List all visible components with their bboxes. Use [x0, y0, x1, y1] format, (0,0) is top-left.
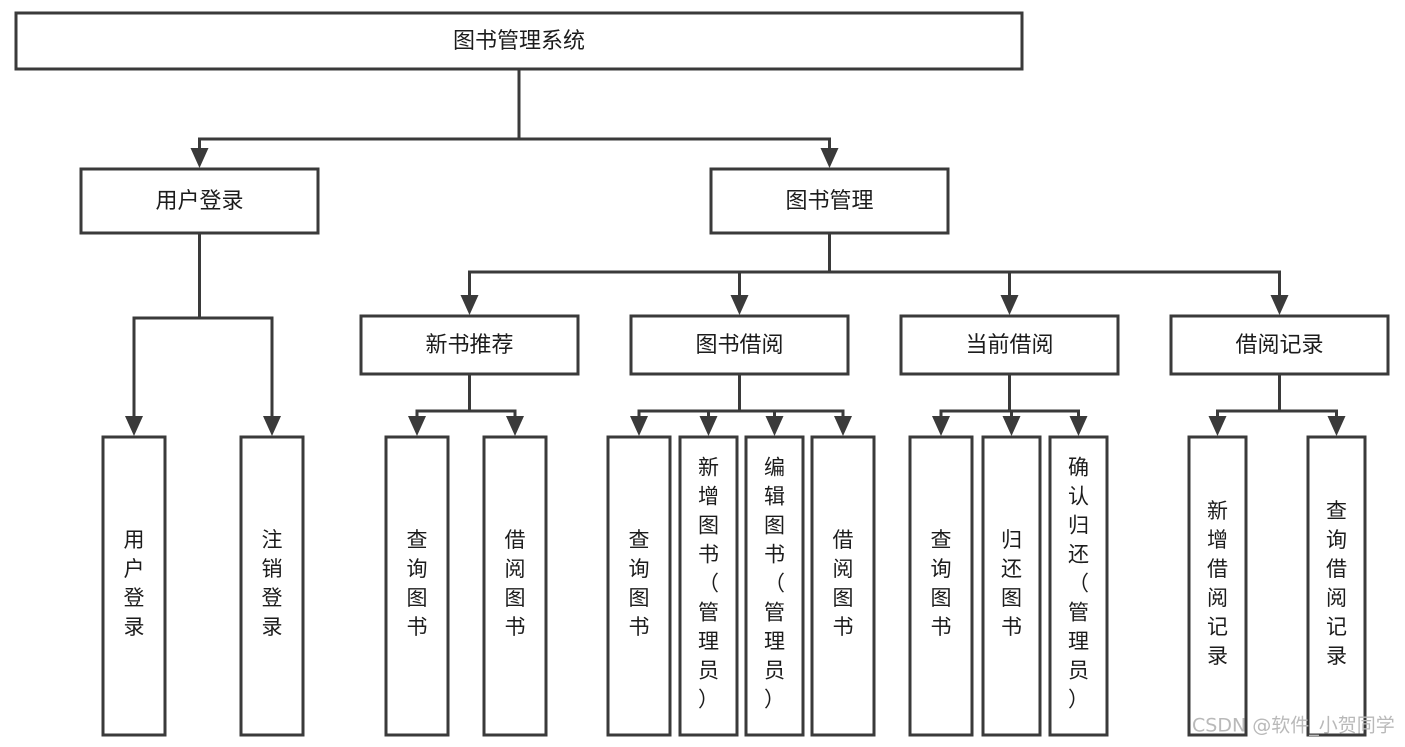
node-label-cb-query-book: 查询图书	[931, 528, 952, 639]
node-br-query-record[interactable]: 查询借阅记录	[1306, 435, 1367, 737]
node-label-borrow-record: 借阅记录	[1235, 333, 1323, 358]
node-box-br-add-record	[1187, 435, 1248, 737]
node-box-cb-confirm-return	[1048, 435, 1109, 737]
node-box-nb-query-book	[384, 435, 450, 737]
node-bb-edit-book[interactable]: 编辑图书（管理员）	[744, 435, 805, 737]
node-label-new-book-recommend: 新书推荐	[425, 333, 513, 358]
arrowhead-current-borrow	[1000, 295, 1019, 315]
node-user-logout-leaf[interactable]: 注销登录	[239, 435, 305, 737]
node-borrow-record[interactable]: 借阅记录	[1169, 314, 1390, 376]
node-box-cb-query-book	[908, 435, 974, 737]
node-nb-query-book[interactable]: 查询图书	[384, 435, 450, 737]
arrowhead-br-query-record	[1327, 416, 1346, 436]
arrowhead-new-book-recommend	[460, 295, 479, 315]
node-box-bb-edit-book	[744, 435, 805, 737]
node-label-br-query-record: 查询借阅记录	[1326, 499, 1347, 668]
nodes-layer: 图书管理系统用户登录图书管理新书推荐图书借阅当前借阅借阅记录用户登录注销登录查询…	[14, 11, 1390, 737]
node-new-book-recommend[interactable]: 新书推荐	[359, 314, 580, 376]
node-user-login-leaf[interactable]: 用户登录	[101, 435, 167, 737]
arrowhead-bb-edit-book	[765, 416, 784, 436]
node-box-book-management	[709, 167, 950, 235]
node-label-user-login-leaf: 用户登录	[124, 528, 145, 639]
node-current-borrow[interactable]: 当前借阅	[899, 314, 1120, 376]
node-box-root	[14, 11, 1024, 71]
node-cb-query-book[interactable]: 查询图书	[908, 435, 974, 737]
node-label-user-login: 用户登录	[155, 189, 243, 214]
node-bb-query-book[interactable]: 查询图书	[606, 435, 672, 737]
node-box-user-login-leaf	[101, 435, 167, 737]
node-label-bb-query-book: 查询图书	[629, 528, 650, 639]
arrowhead-bb-add-book	[699, 416, 718, 436]
node-cb-return-book[interactable]: 归还图书	[981, 435, 1042, 737]
node-label-book-borrow: 图书借阅	[695, 333, 783, 358]
node-label-user-logout-leaf: 注销登录	[262, 528, 283, 639]
node-book-borrow[interactable]: 图书借阅	[629, 314, 850, 376]
node-bb-add-book[interactable]: 新增图书（管理员）	[678, 435, 739, 737]
node-label-br-add-record: 新增借阅记录	[1207, 499, 1228, 668]
arrowhead-user-login	[190, 148, 209, 168]
node-br-add-record[interactable]: 新增借阅记录	[1187, 435, 1248, 737]
node-box-current-borrow	[899, 314, 1120, 376]
node-label-nb-query-book: 查询图书	[407, 528, 428, 639]
node-box-cb-return-book	[981, 435, 1042, 737]
node-box-nb-borrow-book	[482, 435, 548, 737]
node-label-bb-add-book: 新增图书（管理员）	[698, 456, 719, 712]
arrowhead-br-add-record	[1208, 416, 1227, 436]
node-box-br-query-record	[1306, 435, 1367, 737]
node-box-bb-borrow-book	[810, 435, 876, 737]
arrowhead-user-login-leaf	[125, 416, 143, 436]
node-label-root: 图书管理系统	[453, 29, 585, 54]
node-bb-borrow-book[interactable]: 借阅图书	[810, 435, 876, 737]
node-cb-confirm-return[interactable]: 确认归还（管理员）	[1048, 435, 1109, 737]
arrowhead-cb-return-book	[1002, 416, 1021, 436]
node-book-management[interactable]: 图书管理	[709, 167, 950, 235]
node-box-borrow-record	[1169, 314, 1390, 376]
arrowhead-cb-query-book	[932, 416, 950, 436]
arrowhead-nb-borrow-book	[506, 416, 524, 436]
node-box-book-borrow	[629, 314, 850, 376]
node-box-new-book-recommend	[359, 314, 580, 376]
node-root[interactable]: 图书管理系统	[14, 11, 1024, 71]
arrowhead-book-management	[820, 148, 839, 168]
arrowhead-user-logout-leaf	[263, 416, 281, 436]
node-user-login[interactable]: 用户登录	[79, 167, 320, 235]
arrowhead-nb-query-book	[408, 416, 426, 436]
node-label-bb-borrow-book: 借阅图书	[833, 528, 854, 639]
node-label-cb-return-book: 归还图书	[1001, 528, 1022, 639]
node-label-current-borrow: 当前借阅	[965, 333, 1053, 358]
arrowhead-bb-borrow-book	[834, 416, 852, 436]
node-label-nb-borrow-book: 借阅图书	[505, 528, 526, 639]
node-label-book-management: 图书管理	[785, 189, 873, 214]
arrowhead-book-borrow	[730, 295, 749, 315]
node-label-cb-confirm-return: 确认归还（管理员）	[1068, 456, 1089, 712]
node-box-bb-add-book	[678, 435, 739, 737]
node-nb-borrow-book[interactable]: 借阅图书	[482, 435, 548, 737]
node-box-bb-query-book	[606, 435, 672, 737]
arrowhead-bb-query-book	[630, 416, 648, 436]
node-label-bb-edit-book: 编辑图书（管理员）	[764, 456, 785, 712]
connectors-layer	[125, 67, 1346, 436]
node-box-user-logout-leaf	[239, 435, 305, 737]
csdn-watermark: CSDN @软件_小贺同学	[1192, 715, 1395, 737]
arrowhead-borrow-record	[1270, 295, 1289, 315]
arrowhead-cb-confirm-return	[1069, 416, 1088, 436]
node-box-user-login	[79, 167, 320, 235]
